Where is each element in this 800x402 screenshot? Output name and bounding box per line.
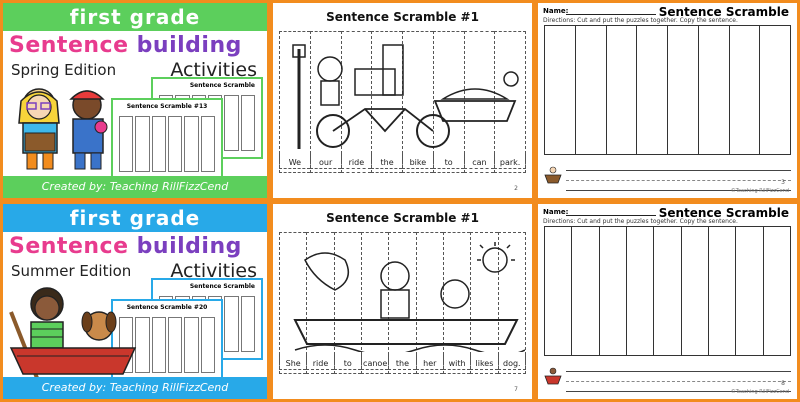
canoe-dog-illustration <box>293 242 525 352</box>
writing-title: Sentence Scramble <box>658 5 789 19</box>
cover-footer: Created by: Teaching RillFizzCend <box>3 176 267 198</box>
directions-text: Directions: Cut and put the puzzles toge… <box>543 218 738 225</box>
name-label: Name: <box>543 7 569 15</box>
word-card: ride <box>340 153 372 173</box>
name-label: Name: <box>543 208 569 216</box>
canoe-icon <box>544 367 562 385</box>
name-line <box>566 14 656 15</box>
boat-icon <box>544 166 562 184</box>
grade-banner: first grade <box>3 204 267 232</box>
writing-title: Sentence Scramble <box>658 206 789 220</box>
puzzle-columns <box>544 25 791 155</box>
word-card: park. <box>494 153 526 173</box>
page-number: 8 <box>781 380 785 387</box>
cover-title: Sentence building <box>9 33 242 59</box>
title-word-1: Sentence <box>9 234 129 259</box>
word-card: canoe <box>360 354 389 374</box>
word-card: our <box>309 153 341 173</box>
scramble-title: Sentence Scramble #1 <box>326 211 479 225</box>
word-row: We our ride the bike to can park. <box>279 153 526 173</box>
mini-sheet-front: Sentence Scramble #20 <box>111 299 223 381</box>
title-word-2: building <box>136 234 242 259</box>
credit-text: ©Teaching RillFizzCend <box>730 188 789 194</box>
word-card: She <box>279 354 307 374</box>
word-card: the <box>388 354 416 374</box>
puzzle-strips <box>279 31 526 169</box>
writing-lines <box>566 362 791 392</box>
scramble-sheet-bike: Sentence Scramble #1 We our ride the bik… <box>270 0 535 201</box>
directions-text: Directions: Cut and put the puzzles toge… <box>543 17 738 24</box>
word-card: the <box>371 153 402 173</box>
page-number: 2 <box>514 185 518 192</box>
word-card: bike <box>402 153 433 173</box>
cover-title: Sentence building <box>9 234 242 260</box>
title-word-1: Sentence <box>9 33 129 58</box>
grade-banner: first grade <box>3 3 267 31</box>
puzzle-columns <box>544 226 791 356</box>
activities-label: Activities <box>170 260 257 282</box>
scramble-sheet-canoe: Sentence Scramble #1 She ride to canoe t… <box>270 201 535 402</box>
word-card: to <box>333 354 361 374</box>
page-number: 7 <box>514 386 518 393</box>
spring-cover: first grade Sentence building Spring Edi… <box>0 0 270 201</box>
word-card: We <box>279 153 310 173</box>
word-card: ride <box>306 354 334 374</box>
edition-label: Spring Edition <box>11 61 117 79</box>
kids-illustration <box>18 88 108 170</box>
word-row: She ride to canoe the her with likes dog… <box>279 354 526 374</box>
writing-sheet-bottom: Name: Sentence Scramble Directions: Cut … <box>535 201 800 402</box>
scramble-title: Sentence Scramble #1 <box>326 10 479 24</box>
bike-park-illustration <box>292 44 519 149</box>
activities-label: Activities <box>170 59 257 81</box>
word-card: can <box>463 153 495 173</box>
edition-label: Summer Edition <box>11 262 132 280</box>
word-card: her <box>415 354 443 374</box>
writing-sheet-top: Name: Sentence Scramble Directions: Cut … <box>535 0 800 201</box>
title-word-2: building <box>136 33 242 58</box>
word-card: dog. <box>497 354 526 374</box>
writing-lines <box>566 161 791 191</box>
word-card: to <box>432 153 464 173</box>
page-number: 3 <box>781 179 785 186</box>
cover-footer: Created by: Teaching RillFizzCend <box>3 377 267 399</box>
credit-text: ©Teaching RillFizzCend <box>730 389 789 395</box>
summer-cover: first grade Sentence building Summer Edi… <box>0 201 270 402</box>
name-line <box>566 215 656 216</box>
word-card: likes <box>470 354 498 374</box>
canoe-illustration <box>9 287 137 379</box>
word-card: with <box>442 354 471 374</box>
